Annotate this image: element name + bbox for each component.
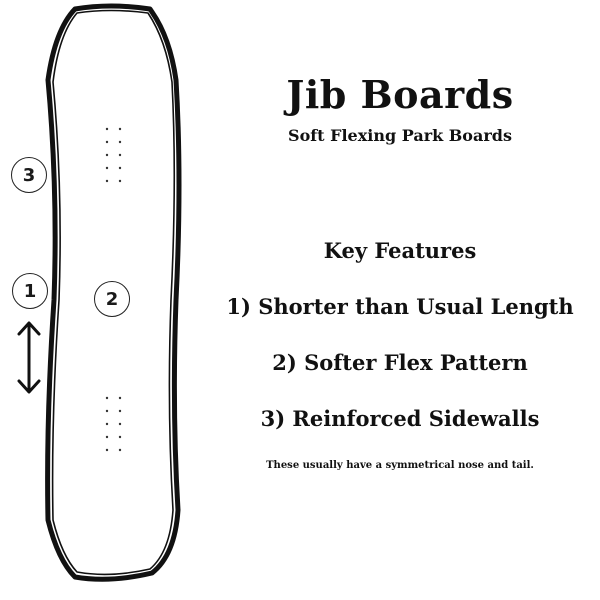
callout-number: 2 — [105, 288, 119, 310]
rear-binding-inserts — [105, 396, 122, 452]
callout-2-flex: 2 — [94, 281, 130, 317]
feature-item-sidewalls: 3) Reinforced Sidewalls — [260, 406, 540, 431]
board-outline-outer — [45, 3, 182, 582]
callout-number: 1 — [23, 280, 37, 302]
feature-item-flex: 2) Softer Flex Pattern — [272, 350, 528, 375]
footnote: These usually have a symmetrical nose an… — [266, 460, 534, 471]
front-binding-inserts — [105, 127, 122, 183]
length-arrow-icon — [17, 321, 41, 394]
callout-number: 3 — [22, 164, 36, 186]
board-sidewall-inner — [51, 9, 176, 576]
callout-1-length: 1 — [12, 273, 48, 309]
page-title: Jib Boards — [286, 72, 514, 117]
callout-3-sidewalls: 3 — [11, 157, 47, 193]
features-heading: Key Features — [323, 238, 477, 263]
feature-item-length: 1) Shorter than Usual Length — [226, 294, 574, 319]
page-subtitle: Soft Flexing Park Boards — [288, 126, 512, 145]
